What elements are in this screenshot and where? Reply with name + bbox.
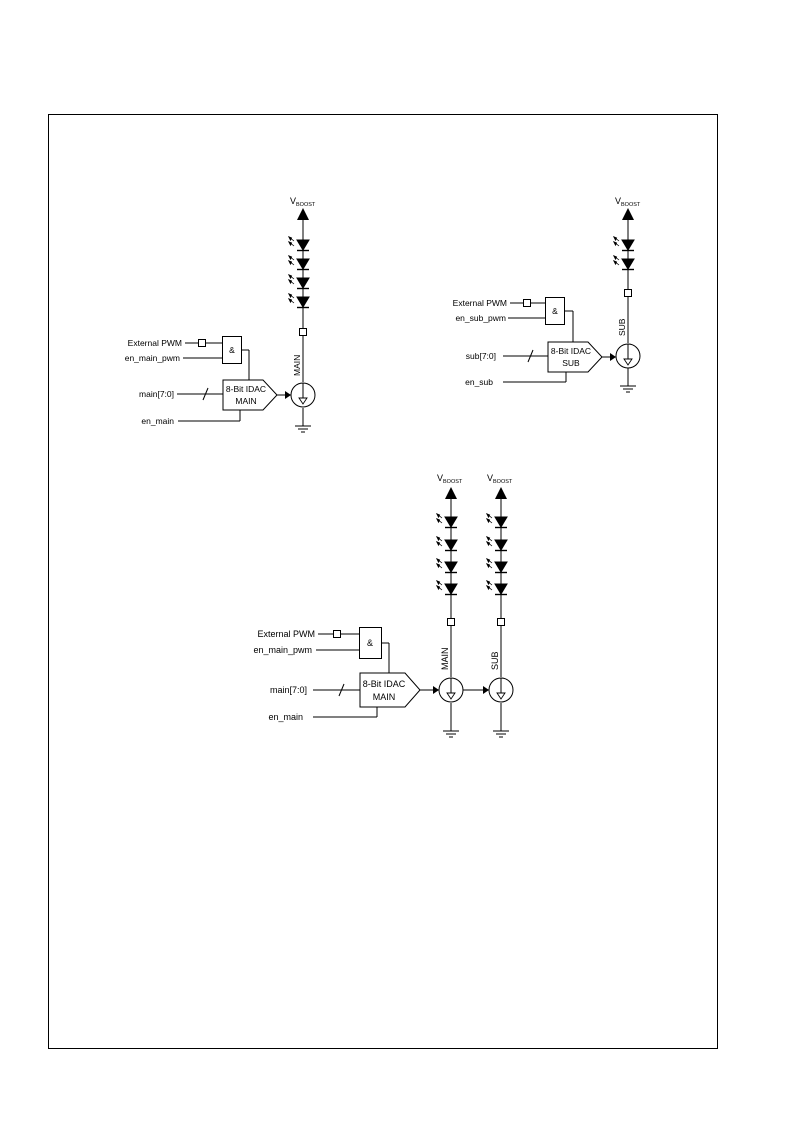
led-icon	[436, 580, 458, 596]
external-pwm-label: External PWM	[128, 338, 182, 348]
vboost-label: VBOOST	[487, 473, 513, 485]
en-sub-pwm-label: en_sub_pwm	[455, 313, 506, 323]
vboost-label: VBOOST	[290, 196, 316, 208]
and-gate-label: &	[552, 306, 558, 316]
led-icon	[486, 513, 508, 529]
en-main-label: en_main	[268, 712, 303, 722]
diagram-main	[177, 208, 316, 433]
led-icon	[436, 513, 458, 529]
vboost-label: VBOOST	[437, 473, 463, 485]
led-icon	[288, 274, 310, 290]
diagram-sub	[503, 208, 641, 393]
idac-channel-label: MAIN	[373, 692, 396, 702]
sub-bus-label: sub[7:0]	[466, 351, 496, 361]
current-sink-icon	[615, 343, 641, 369]
external-pwm-label: External PWM	[257, 629, 315, 639]
idac-label: 8-Bit IDAC	[226, 384, 266, 394]
vboost-label: VBOOST	[615, 196, 641, 208]
led-icon	[436, 536, 458, 552]
rail-sub-label: SUB	[490, 651, 500, 670]
idac-channel-label: SUB	[562, 358, 580, 368]
led-icon	[288, 293, 310, 309]
led-icon	[486, 580, 508, 596]
ground-icon	[619, 385, 637, 393]
ground-icon	[442, 730, 460, 738]
page-frame	[48, 114, 718, 1049]
rail-sub-label: SUB	[617, 318, 627, 336]
en-main-pwm-label: en_main_pwm	[125, 353, 180, 363]
and-gate-label: &	[367, 638, 373, 648]
led-icon	[288, 255, 310, 271]
led-icon	[288, 236, 310, 252]
and-gate-label: &	[229, 345, 235, 355]
led-icon	[436, 558, 458, 574]
led-icon	[486, 536, 508, 552]
led-icon	[486, 558, 508, 574]
main-bus-label: main[7:0]	[139, 389, 174, 399]
rail-main-label: MAIN	[292, 355, 302, 376]
en-sub-label: en_sub	[465, 377, 493, 387]
current-sink-icon	[438, 677, 464, 703]
idac-channel-label: MAIN	[235, 396, 256, 406]
idac-label: 8-Bit IDAC	[551, 346, 591, 356]
en-main-label: en_main	[141, 416, 174, 426]
en-main-pwm-label: en_main_pwm	[253, 645, 312, 655]
main-bus-label: main[7:0]	[270, 685, 307, 695]
rail-main-label: MAIN	[440, 648, 450, 671]
led-icon	[613, 255, 635, 271]
current-sink-icon	[488, 677, 514, 703]
led-icon	[613, 236, 635, 252]
ground-icon	[294, 425, 312, 433]
ground-icon	[492, 730, 510, 738]
idac-label: 8-Bit IDAC	[363, 679, 406, 689]
current-sink-icon	[290, 382, 316, 408]
diagram-main-sub	[313, 487, 514, 738]
external-pwm-label: External PWM	[453, 298, 507, 308]
